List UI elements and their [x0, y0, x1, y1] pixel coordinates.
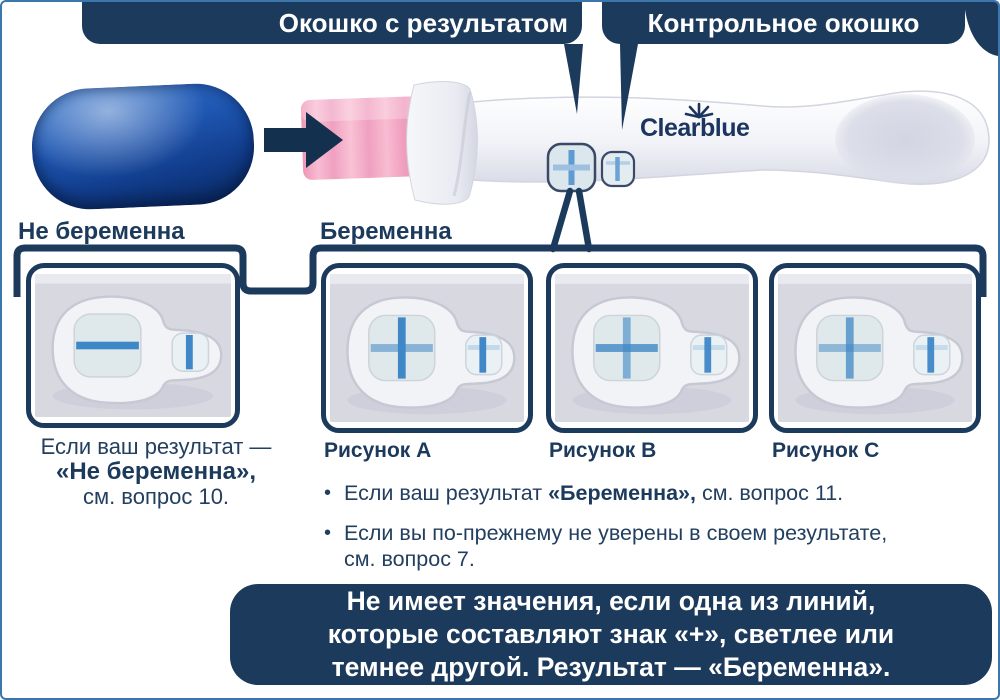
- brand-logo: Clearblue: [640, 102, 780, 154]
- bottom-notice-banner: Не имеет значения, если одна из линий, к…: [230, 584, 992, 685]
- banner-line-1: Не имеет значения, если одна из линий,: [346, 586, 876, 616]
- photo-figure-a: [330, 274, 524, 422]
- bullet-item-unsure: • Если вы по-прежнему не уверены в своем…: [324, 520, 992, 572]
- bullet-list: • Если ваш результат «Беременна», см. во…: [324, 480, 992, 586]
- sunburst-icon: [684, 102, 714, 119]
- bullet-icon: •: [324, 522, 332, 544]
- photo-figure-b: [555, 274, 749, 422]
- heading-not-pregnant: Не беременна: [18, 218, 185, 245]
- result-box-figure-c: [769, 263, 981, 433]
- bullet1-post: см. вопрос 11.: [695, 481, 844, 505]
- result-window-label: Окошко с результатом: [82, 2, 582, 44]
- bullet1-pre: Если ваш результат: [344, 481, 549, 505]
- pointer-to-result-window: [564, 44, 583, 114]
- test-photo-illustration: [330, 274, 524, 422]
- test-photo-illustration: [778, 274, 972, 422]
- arrow-icon: [264, 112, 343, 168]
- not-pregnant-note: Если ваш результат — «Не беременна», см.…: [2, 434, 310, 509]
- photo-not-pregnant: [35, 274, 231, 417]
- bullet2-line1: Если вы по-прежнему не уверены в своем р…: [344, 521, 888, 545]
- photo-figure-c: [778, 274, 972, 422]
- bullet1-bold: «Беременна»,: [548, 481, 696, 505]
- test-sleeve: [406, 81, 478, 205]
- result-box-figure-b: [546, 263, 758, 433]
- result-window: [546, 142, 597, 193]
- connector-v: [549, 187, 593, 253]
- caption-figure-b: Рисунок B: [549, 439, 657, 462]
- brand-logo-text: Clearblue: [640, 114, 750, 142]
- corner-decoration: [964, 2, 998, 56]
- banner-line-3: темнее другой. Результат — «Беременна».: [331, 652, 891, 682]
- pointer-to-control-window: [620, 44, 638, 130]
- test-photo-illustration: [555, 274, 749, 422]
- note-line-1: Если ваш результат —: [40, 434, 272, 459]
- caption-figure-a: Рисунок A: [324, 439, 432, 462]
- control-window-label-text: Контрольное окошко: [647, 7, 920, 38]
- note-line-2: «Не беременна»,: [55, 458, 256, 485]
- absorbent-tip: [300, 96, 432, 180]
- note-line-3: см. вопрос 10.: [82, 484, 230, 509]
- bullet-item-pregnant: • Если ваш результат «Беременна», см. во…: [324, 480, 992, 506]
- bullet-icon: •: [324, 482, 332, 504]
- caption-figure-c: Рисунок C: [772, 439, 880, 462]
- control-window: [600, 150, 636, 188]
- result-box-figure-a: [321, 263, 533, 433]
- test-photo-illustration: [35, 274, 231, 417]
- control-window-label: Контрольное окошко: [602, 2, 965, 44]
- heading-pregnant: Беременна: [320, 218, 452, 245]
- test-cap: [29, 81, 257, 212]
- result-box-not-pregnant: [26, 263, 240, 428]
- result-window-label-text: Окошко с результатом: [278, 7, 568, 38]
- bullet2-line2: см. вопрос 7.: [344, 547, 475, 571]
- thumb-grip: [835, 94, 975, 184]
- banner-line-2: которые составляют знак «+», светлее или: [327, 619, 895, 649]
